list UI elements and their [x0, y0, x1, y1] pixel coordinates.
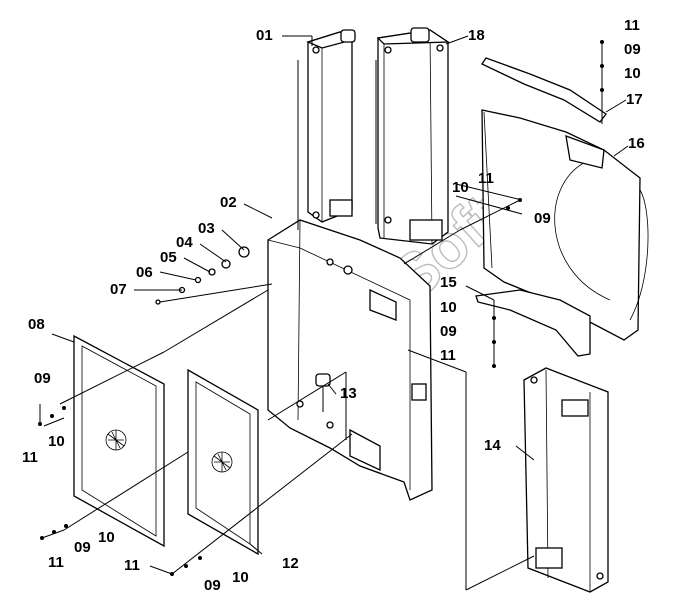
callout-14: 14 [484, 437, 501, 454]
callout-03: 03 [198, 220, 215, 237]
callout-labels: 01 18 11 09 10 17 16 02 03 04 05 06 07 1… [22, 17, 645, 594]
callout-08: 08 [28, 316, 45, 333]
callout-02: 02 [220, 194, 237, 211]
callout-10-left: 10 [48, 433, 65, 450]
callout-07: 07 [110, 281, 127, 298]
callout-09-bottom: 09 [204, 577, 221, 594]
callout-05: 05 [160, 249, 177, 266]
oil-cooler-part-01 [306, 29, 356, 223]
callout-10-mid: 10 [452, 179, 469, 196]
callout-06: 06 [136, 264, 153, 281]
callout-16: 16 [628, 135, 645, 152]
callout-10-bottom: 10 [232, 569, 249, 586]
callout-11-top: 11 [624, 17, 640, 34]
radiator-frame-part-02 [267, 219, 433, 501]
screen-panel-part-12 [187, 368, 259, 556]
callout-10-right: 10 [440, 299, 457, 316]
callout-04: 04 [176, 234, 193, 251]
callout-09-top: 09 [624, 41, 641, 58]
callout-09-left: 09 [34, 370, 51, 387]
cap-part-13 [315, 373, 331, 412]
callout-13: 13 [340, 385, 357, 402]
callout-18: 18 [468, 27, 485, 44]
callout-11-bottom: 11 [124, 557, 140, 574]
fan-shroud-part-16 [481, 109, 649, 341]
callout-17: 17 [626, 91, 643, 108]
callout-11-right: 11 [440, 347, 456, 364]
callout-09-right: 09 [440, 323, 457, 340]
hardware-dots [38, 40, 604, 576]
callout-01: 01 [256, 27, 273, 44]
radiator-part-18 [376, 27, 451, 245]
callout-12: 12 [282, 555, 299, 572]
callout-15: 15 [440, 274, 457, 291]
condenser-part-14 [523, 367, 609, 593]
bracket-part-17 [481, 57, 607, 123]
callout-11-bottom-left: 11 [48, 554, 64, 571]
callout-11-left: 11 [22, 449, 38, 466]
callout-11-mid: 11 [478, 170, 494, 187]
callout-09-bottom-left: 09 [74, 539, 91, 556]
callout-10-top: 10 [624, 65, 641, 82]
callout-09-mid: 09 [534, 210, 551, 227]
leader-lines [39, 35, 629, 591]
callout-10-bottom-left: 10 [98, 529, 115, 546]
screen-panel-part-08 [73, 334, 165, 548]
